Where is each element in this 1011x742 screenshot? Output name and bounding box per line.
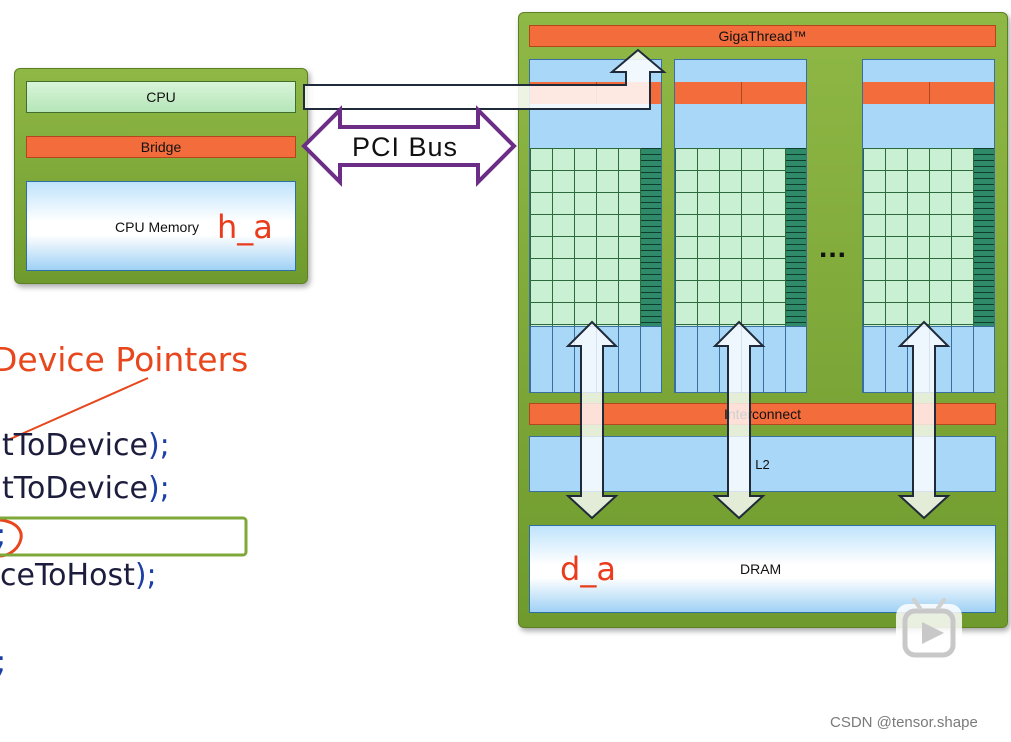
l2-label: L2 (755, 456, 770, 472)
code-punct: ); (134, 558, 157, 593)
code-punct: ); (147, 428, 170, 463)
cpu-memory-block: CPU Memory h_a (26, 181, 296, 271)
cpu-label: CPU (146, 89, 176, 105)
device-pointer-annotation: d_a (560, 550, 616, 588)
memory-arrow-1 (565, 320, 619, 520)
code-text: ceToHost (0, 558, 135, 593)
memory-arrow-2 (712, 320, 766, 520)
code-line-highlighted: ; (0, 518, 6, 553)
play-button-icon (896, 598, 962, 662)
code-text: tToDevice (2, 471, 148, 506)
code-line: tToDevice); (2, 471, 170, 506)
code-text: tToDevice (2, 428, 148, 463)
bridge-label: Bridge (140, 139, 182, 155)
memory-arrow-3 (897, 320, 951, 520)
host-panel: CPU Bridge CPU Memory h_a (14, 68, 308, 284)
cpu-to-gpu-arrow (303, 48, 667, 110)
host-pointer-annotation: h_a (217, 208, 273, 246)
annotation-stroke (7, 377, 149, 441)
code-line: ceToHost); (0, 558, 157, 593)
gigathread-block: GigaThread™ (529, 25, 996, 47)
dram-label: DRAM (740, 561, 782, 577)
bridge-block: Bridge (26, 136, 296, 158)
device-pointers-heading: Device Pointers (0, 340, 249, 379)
gigathread-label: GigaThread™ (718, 28, 807, 44)
more-sm-ellipsis: ... (819, 231, 848, 264)
pci-bus-label: PCI Bus (352, 132, 459, 162)
dram-block: DRAM d_a (529, 525, 996, 613)
code-line: ; (0, 645, 6, 680)
watermark-text: CSDN @tensor.shape (830, 714, 978, 731)
pci-bus-arrow (301, 105, 517, 187)
cpu-memory-label: CPU Memory (115, 219, 200, 235)
code-punct: ); (147, 471, 170, 506)
code-line: tToDevice); (2, 428, 170, 463)
cpu-block: CPU (26, 81, 296, 113)
code-highlight-box (0, 516, 248, 557)
